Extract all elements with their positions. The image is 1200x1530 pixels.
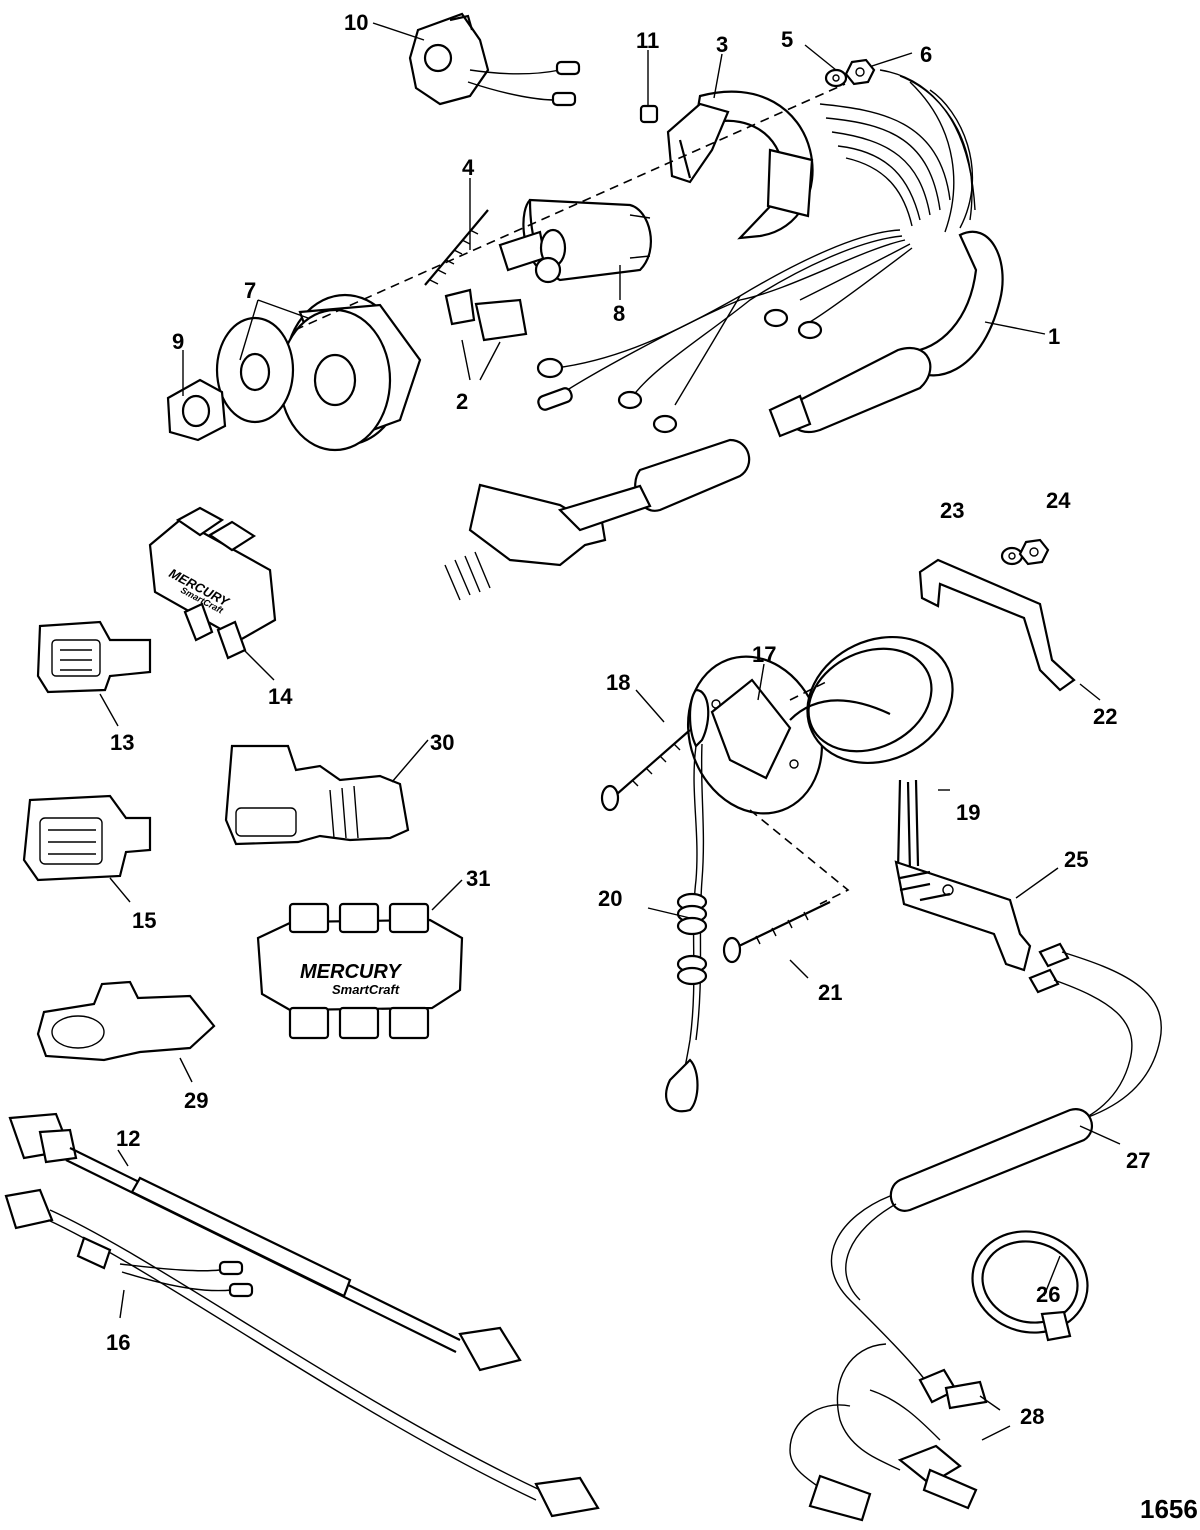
- part-23-washer: [1000, 546, 1024, 566]
- part-10-stop-switch: [408, 12, 581, 107]
- part-28-test-leads: [789, 1343, 1001, 1522]
- label-part-6: 6: [920, 42, 932, 67]
- leader-lines-lower: [99, 649, 1121, 1441]
- label-part-23: 23: [940, 498, 964, 523]
- part-30-connector: [224, 744, 410, 846]
- label-part-24: 24: [1046, 488, 1071, 513]
- part-2-retainer: [444, 288, 528, 381]
- label-part-12: 12: [116, 1126, 140, 1151]
- part-16-harness: [4, 1188, 600, 1518]
- label-part-10: 10: [344, 10, 368, 35]
- label-part-16: 16: [106, 1330, 130, 1355]
- part-4-screw: [424, 209, 489, 286]
- assembly-line-right-1: [749, 809, 850, 905]
- brand-product-31: SmartCraft: [332, 982, 400, 997]
- label-part-30: 30: [430, 730, 454, 755]
- part-29-connector: [36, 980, 216, 1062]
- part-8-ignition-switch: [498, 198, 652, 284]
- label-part-2: 2: [456, 389, 468, 414]
- part-12-extension-harness: [8, 1112, 522, 1372]
- part-27-lead-harness: [830, 942, 1162, 1381]
- label-part-4: 4: [462, 155, 475, 180]
- part-19-mount-cup: [789, 635, 954, 873]
- part-25-clip: [894, 860, 1032, 972]
- label-part-29: 29: [184, 1088, 208, 1113]
- part-13-connector: [36, 620, 152, 694]
- label-part-3: 3: [716, 32, 728, 57]
- part-5-washer: [824, 68, 848, 88]
- label-part-7: 7: [244, 278, 256, 303]
- label-part-8: 8: [613, 301, 625, 326]
- label-part-22: 22: [1093, 704, 1117, 729]
- label-part-28: 28: [1020, 1404, 1044, 1429]
- label-part-5: 5: [781, 27, 793, 52]
- part-14-junction-box: MERCURY SmartCraft: [148, 506, 277, 660]
- part-20-lanyard: [664, 688, 710, 1113]
- assembly-line-right-2: [789, 679, 831, 701]
- brand-mercury-31: MERCURY: [300, 961, 402, 983]
- label-part-26: 26: [1036, 1282, 1060, 1307]
- label-part-21: 21: [818, 980, 842, 1005]
- label-part-31: 31: [466, 866, 490, 891]
- part-3-switch-bracket: [666, 90, 814, 240]
- part-17-housing-plate: [686, 655, 824, 815]
- part-22-bracket: [918, 558, 1076, 692]
- part-6-nut: [844, 58, 876, 86]
- label-part-11: 11: [636, 28, 659, 53]
- part-9-nut: [166, 378, 227, 442]
- part-1-wiring-harness: [444, 69, 1004, 601]
- label-part-27: 27: [1126, 1148, 1150, 1173]
- label-part-14: 14: [268, 684, 293, 709]
- part-15-connector: [22, 794, 152, 882]
- part-24-nut: [1018, 538, 1050, 566]
- part-31-junction-box: MERCURY SmartCraft: [256, 902, 464, 1040]
- leader-lines-top: [182, 22, 1046, 396]
- label-part-15: 15: [132, 908, 156, 933]
- part-11-pin: [639, 62, 659, 124]
- label-part-25: 25: [1064, 847, 1088, 872]
- label-part-9: 9: [172, 329, 184, 354]
- label-part-20: 20: [598, 886, 622, 911]
- label-part-13: 13: [110, 730, 134, 755]
- part-21-screw: [722, 901, 831, 964]
- part-18-screw: [600, 729, 691, 812]
- label-part-1: 1: [1048, 324, 1060, 349]
- label-part-18: 18: [606, 670, 630, 695]
- label-part-19: 19: [956, 800, 980, 825]
- figure-number: 1656: [1140, 1494, 1198, 1524]
- part-7-housing: [215, 293, 422, 452]
- label-part-17: 17: [752, 642, 776, 667]
- assembly-line-top: [294, 83, 846, 331]
- part-26-clamp: [971, 1230, 1089, 1342]
